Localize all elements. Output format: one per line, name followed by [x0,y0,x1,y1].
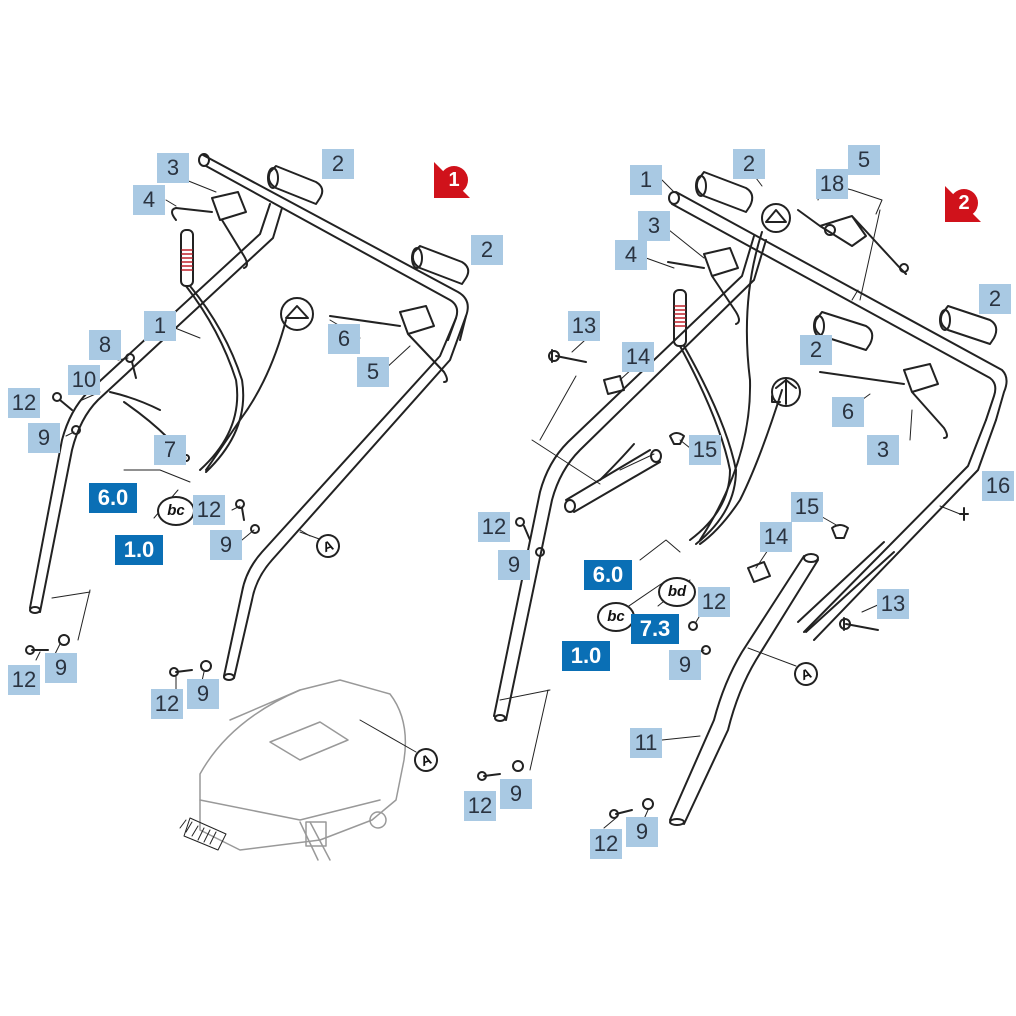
switch-assembly [797,209,907,275]
part-label-9[interactable]: 9 [28,423,60,453]
part-label-9[interactable]: 9 [45,653,77,683]
handle-crossbar-2 [671,191,1008,421]
part-label-2[interactable]: 2 [733,149,765,179]
part-label-3[interactable]: 3 [867,435,899,465]
lever-left [171,191,248,269]
part-label-12[interactable]: 12 [478,512,510,542]
part-label-4[interactable]: 4 [615,240,647,270]
handle-tube-right-end [223,673,235,681]
part-label-3[interactable]: 3 [157,153,189,183]
tube-section-a [565,449,661,513]
figure-1-marker: 1 [448,169,460,191]
lever-left-2 [667,247,740,325]
handle-tube-right [223,315,467,679]
part-label-14[interactable]: 14 [622,342,654,372]
part-label-12[interactable]: 12 [151,689,183,719]
group-badge-6-0[interactable]: 6.0 [89,483,137,513]
part-label-8[interactable]: 8 [89,330,121,360]
part-label-9[interactable]: 9 [669,650,701,680]
cable-clip [109,391,169,439]
grip-2a [695,171,754,213]
part-label-9[interactable]: 9 [187,679,219,709]
handle-tube-left-2 [493,235,767,721]
lever-right-2 [819,363,948,439]
part-label-9[interactable]: 9 [626,817,658,847]
variant-tag-bc: bc [157,496,195,526]
part-label-6[interactable]: 6 [832,397,864,427]
variant-tag-bc: bc [597,602,635,632]
figure-marker-shapes [434,162,981,222]
part-label-12[interactable]: 12 [590,829,622,859]
knob-15a [669,432,685,445]
part-label-12[interactable]: 12 [698,587,730,617]
grip-2c [939,305,998,345]
part-label-2[interactable]: 2 [979,284,1011,314]
part-label-2[interactable]: 2 [471,235,503,265]
part-label-9[interactable]: 9 [498,550,530,580]
part-label-12[interactable]: 12 [464,791,496,821]
part-label-1[interactable]: 1 [630,165,662,195]
part-label-2[interactable]: 2 [800,335,832,365]
knob-14a [603,375,625,395]
handle-crossbar-end [198,153,210,167]
part-label-3[interactable]: 3 [638,211,670,241]
part-label-13[interactable]: 13 [877,589,909,619]
group-badge-1-0[interactable]: 1.0 [115,535,163,565]
cable-2 [189,285,245,473]
handle-tube-right-2 [803,419,997,641]
part-label-16[interactable]: 16 [982,471,1014,501]
part-label-15[interactable]: 15 [689,435,721,465]
part-label-12[interactable]: 12 [8,388,40,418]
part-label-15[interactable]: 15 [791,492,823,522]
part-label-4[interactable]: 4 [133,185,165,215]
variant-tag-bd: bd [658,577,696,607]
part-label-7[interactable]: 7 [154,435,186,465]
handle-tube-left-end [29,606,41,614]
part-label-13[interactable]: 13 [568,311,600,341]
part-label-1[interactable]: 1 [144,311,176,341]
handle-crossbar-2-end [668,191,680,205]
sweeper-machine [183,679,407,861]
knob-14b [747,561,771,583]
part-label-12[interactable]: 12 [8,665,40,695]
lever-right [329,305,448,383]
part-label-5[interactable]: 5 [848,145,880,175]
part-label-5[interactable]: 5 [357,357,389,387]
part-label-10[interactable]: 10 [68,365,100,395]
tube-section-b [599,443,635,481]
part-label-11[interactable]: 11 [630,728,662,758]
part-label-9[interactable]: 9 [500,779,532,809]
part-label-12[interactable]: 12 [193,495,225,525]
part-label-2[interactable]: 2 [322,149,354,179]
handle-tube-11 [669,555,819,825]
tube-section-c [797,541,895,633]
group-badge-6-0[interactable]: 6.0 [584,560,632,590]
figure-2-marker: 2 [958,192,970,214]
grip-1b [411,245,470,285]
cable-3 [205,319,287,471]
group-badge-7-3[interactable]: 7.3 [631,614,679,644]
knob-15b [831,524,849,539]
part-label-9[interactable]: 9 [210,530,242,560]
grip-1a [267,165,324,205]
group-badge-1-0[interactable]: 1.0 [562,641,610,671]
brush-knob [280,297,314,331]
part-label-6[interactable]: 6 [328,324,360,354]
cable-1 [185,285,239,471]
part-label-14[interactable]: 14 [760,522,792,552]
knob-16 [959,507,969,521]
part-label-18[interactable]: 18 [816,169,848,199]
